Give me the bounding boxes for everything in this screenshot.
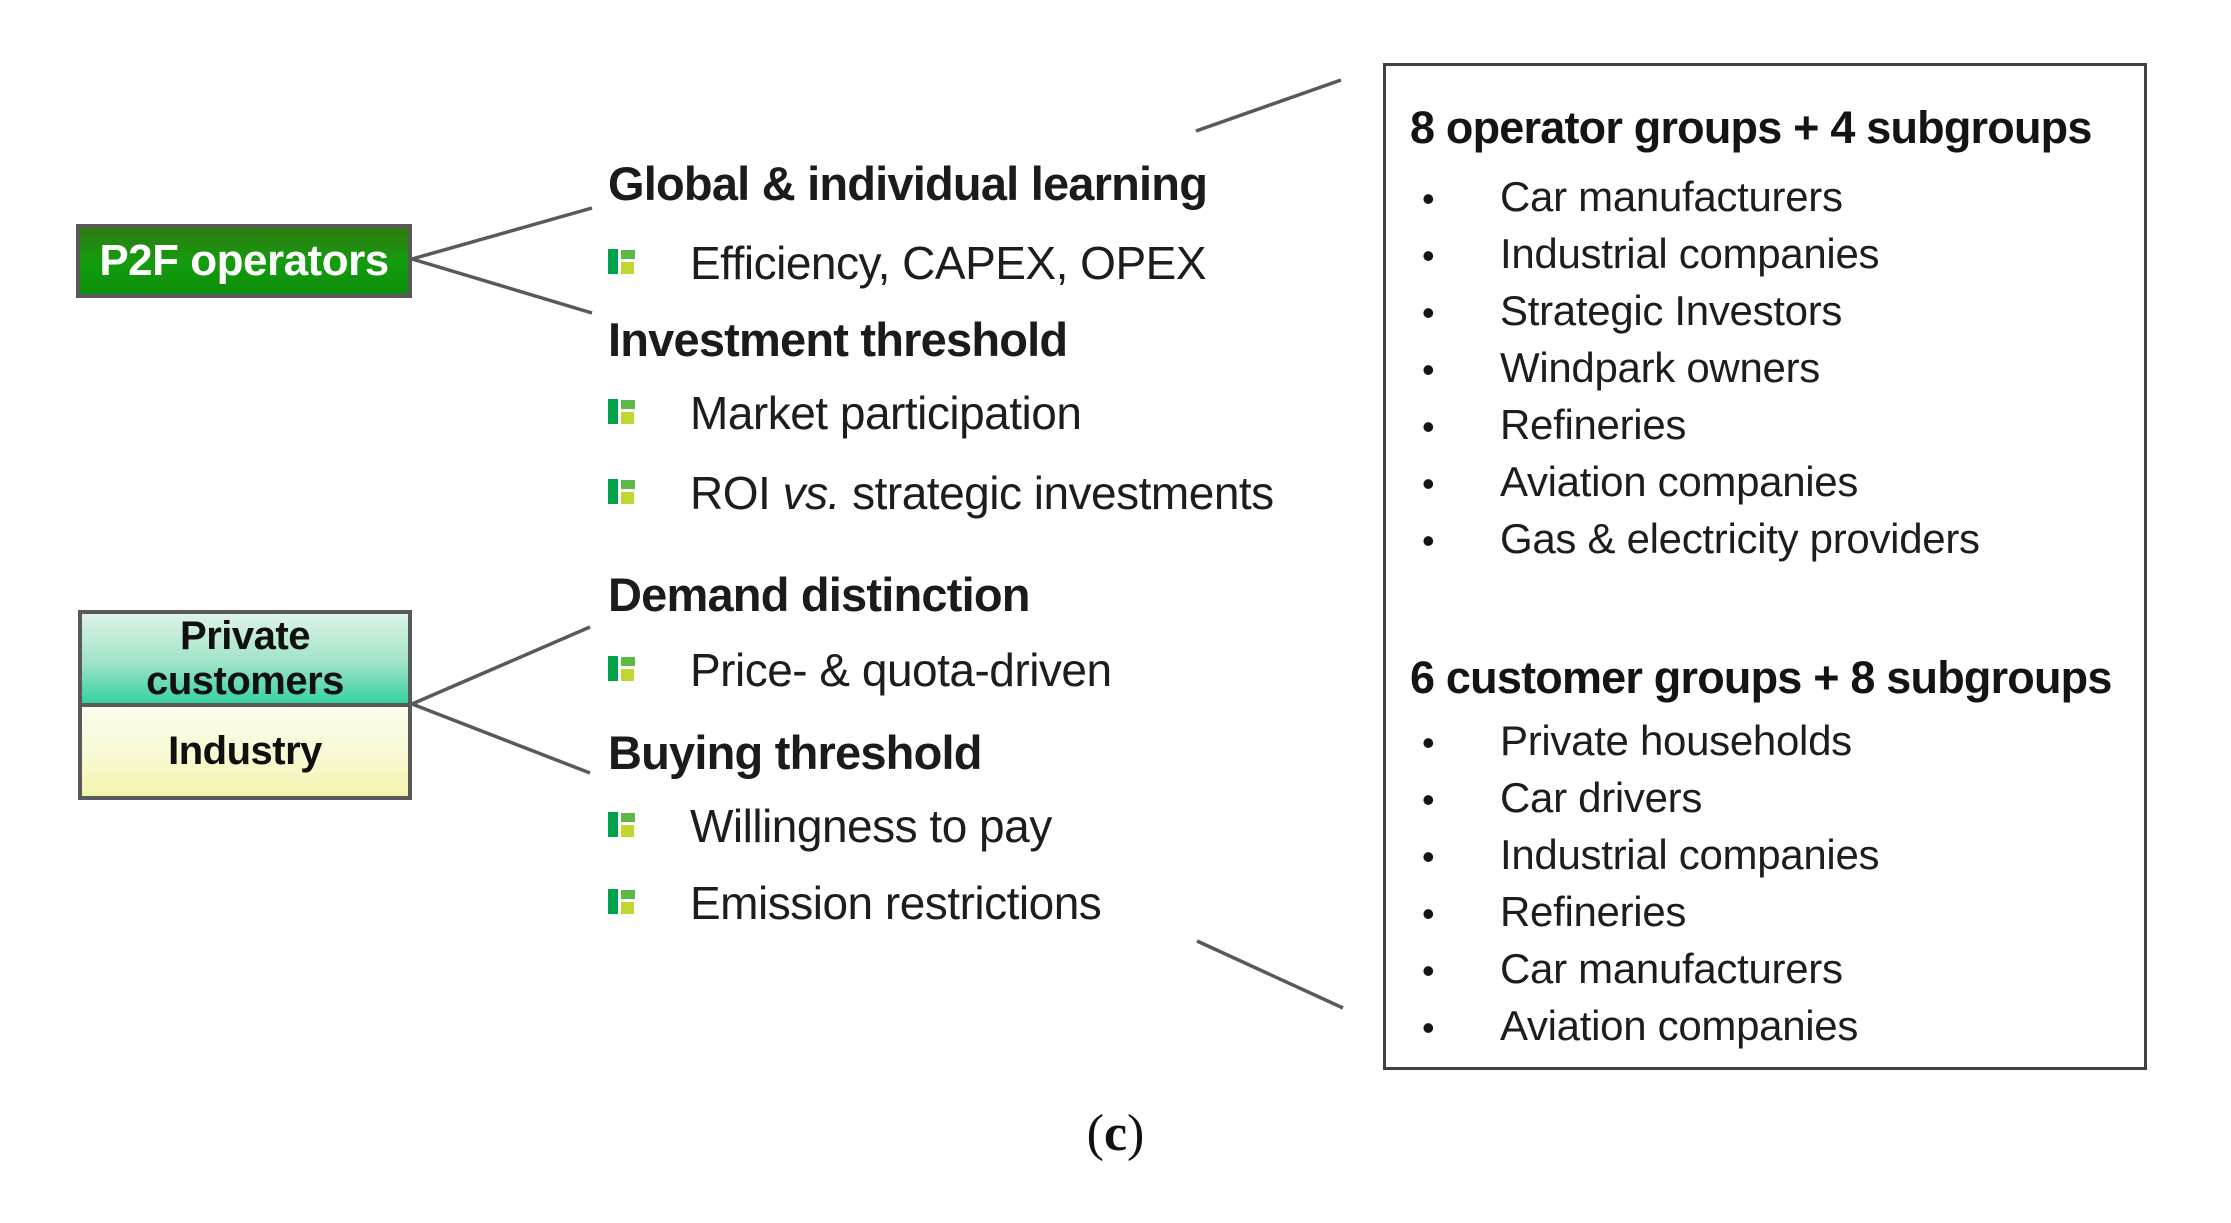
heading-global-individual-learning: Global & individual learning	[608, 157, 1208, 210]
list-item: • Windpark owners	[1410, 340, 2134, 397]
list-item-label: Aviation companies	[1500, 1002, 1859, 1049]
bullet-item-label: Willingness to pay	[690, 800, 1052, 852]
green-squares-bullet-icon	[608, 656, 635, 681]
dot-bullet-icon: •	[1422, 406, 1435, 447]
caption-letter: c	[1103, 1105, 1128, 1162]
list-item: • Car drivers	[1410, 770, 2134, 827]
bullet-item-willingness-to-pay: Willingness to pay	[608, 799, 1052, 853]
figure-caption: (c)	[0, 1104, 2231, 1163]
connector-learning-to-panel	[1195, 78, 1342, 133]
green-squares-bullet-icon	[608, 249, 635, 274]
dot-bullet-icon: •	[1422, 235, 1435, 276]
dot-bullet-icon: •	[1422, 1007, 1435, 1048]
caption-open-paren: (	[1086, 1105, 1104, 1162]
list-item: • Gas & electricity providers	[1410, 511, 2134, 568]
list-item: • Strategic Investors	[1410, 283, 2134, 340]
bullet-item-label: Efficiency, CAPEX, OPEX	[690, 237, 1207, 289]
list-item-label: Refineries	[1500, 888, 1687, 935]
list-item-label: Gas & electricity providers	[1500, 515, 1980, 562]
list-item: • Car manufacturers	[1410, 941, 2134, 998]
dot-bullet-icon: •	[1422, 893, 1435, 934]
list-item: • Refineries	[1410, 884, 2134, 941]
connector-customers-to-demand	[411, 625, 591, 706]
list-item: • Private households	[1410, 713, 2134, 770]
heading-investment-threshold: Investment threshold	[608, 313, 1068, 366]
dot-bullet-icon: •	[1422, 349, 1435, 390]
bullet-item-label: ROI vs. strategic investments	[690, 466, 1274, 520]
list-item-label: Aviation companies	[1500, 458, 1859, 505]
customer-groups-heading: 6 customer groups + 8 subgroups	[1410, 652, 2112, 703]
industry-label: Industry	[168, 729, 322, 773]
bullet-item-label: Price- & quota-driven	[690, 644, 1112, 696]
heading-demand-distinction: Demand distinction	[608, 568, 1030, 621]
list-item-label: Industrial companies	[1500, 831, 1880, 878]
p2f-operators-box: P2F operators	[76, 224, 412, 298]
list-item: • Aviation companies	[1410, 454, 2134, 511]
list-item-label: Car manufacturers	[1500, 945, 1843, 992]
list-item-label: Windpark owners	[1500, 344, 1820, 391]
private-customers-box: Private customers	[78, 610, 412, 707]
list-item-label: Car manufacturers	[1500, 173, 1843, 220]
heading-buying-threshold: Buying threshold	[608, 726, 982, 779]
bullet-item-label: Market participation	[690, 387, 1082, 439]
dot-bullet-icon: •	[1422, 520, 1435, 561]
bullet-item-price-quota: Price- & quota-driven	[608, 643, 1112, 697]
customer-groups-list: • Private households • Car drivers • Indust…	[1410, 713, 2134, 1055]
operator-groups-list: • Car manufacturers • Industrial companies…	[1410, 169, 2134, 568]
list-item: • Car manufacturers	[1410, 169, 2134, 226]
dot-bullet-icon: •	[1422, 779, 1435, 820]
list-item: • Refineries	[1410, 397, 2134, 454]
dot-bullet-icon: •	[1422, 292, 1435, 333]
roi-suffix: strategic investments	[839, 467, 1274, 519]
list-item-label: Refineries	[1500, 401, 1687, 448]
list-item-label: Car drivers	[1500, 774, 1703, 821]
bullet-item-roi-vs-strategic: ROI vs. strategic investments	[608, 466, 1274, 520]
dot-bullet-icon: •	[1422, 950, 1435, 991]
p2f-operators-label: P2F operators	[99, 236, 389, 285]
caption-close-paren: )	[1127, 1105, 1145, 1162]
green-squares-bullet-icon	[608, 399, 635, 424]
list-item: • Industrial companies	[1410, 226, 2134, 283]
connector-emissions-to-panel	[1196, 939, 1344, 1010]
dot-bullet-icon: •	[1422, 836, 1435, 877]
green-squares-bullet-icon	[608, 479, 635, 504]
connector-customers-to-buying	[411, 702, 591, 775]
bullet-item-efficiency: Efficiency, CAPEX, OPEX	[608, 236, 1207, 290]
list-item-label: Industrial companies	[1500, 230, 1880, 277]
roi-prefix: ROI	[690, 467, 783, 519]
private-customers-label: Private customers	[146, 613, 344, 703]
connector-p2f-to-investment	[411, 257, 593, 315]
groups-panel: 8 operator groups + 4 subgroups • Car man…	[1383, 63, 2147, 1070]
bullet-item-emission-restrictions: Emission restrictions	[608, 876, 1102, 930]
dot-bullet-icon: •	[1422, 463, 1435, 504]
roi-vs-italic: vs.	[782, 467, 841, 519]
list-item-label: Private households	[1500, 717, 1852, 764]
dot-bullet-icon: •	[1422, 178, 1435, 219]
bullet-item-label: Emission restrictions	[690, 877, 1102, 929]
connector-p2f-to-learning	[411, 206, 593, 261]
bullet-item-market-participation: Market participation	[608, 386, 1082, 440]
green-squares-bullet-icon	[608, 889, 635, 914]
list-item: • Aviation companies	[1410, 998, 2134, 1055]
dot-bullet-icon: •	[1422, 722, 1435, 763]
operator-groups-heading: 8 operator groups + 4 subgroups	[1410, 102, 2092, 153]
industry-box: Industry	[78, 703, 412, 800]
list-item-label: Strategic Investors	[1500, 287, 1843, 334]
green-squares-bullet-icon	[608, 812, 635, 837]
list-item: • Industrial companies	[1410, 827, 2134, 884]
